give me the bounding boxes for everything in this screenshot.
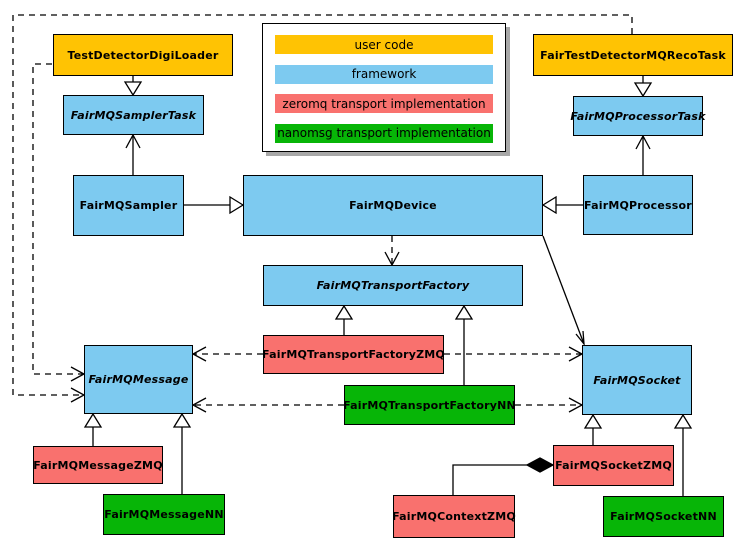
legend-item-framework: framework [275,64,493,84]
class-box-testdetectordigiloader: TestDetectorDigiLoader [53,34,233,76]
edge-inheritance-fairmqtransportfactoryzmq-fairmqtransportfactory [334,304,354,335]
legend-item-zeromq-transport: zeromq transport implementation [275,94,493,114]
class-box-fairmqmessage: FairMQMessage [84,345,193,414]
edge-inheritance-fairmqsocketzmq-fairmqsocket [583,413,603,445]
edge-inheritance-fairmqtransportfactorynn-fairmqtransportfactory [454,304,474,385]
edge-dependency-fairmqtransportfactoryzmq-fairmqsocket [444,346,584,362]
class-box-fairmqmessagenn: FairMQMessageNN [103,494,225,535]
edge-dependency-fairmqtransportfactoryzmq-fairmqmessage [191,346,263,362]
class-box-fairmqcontextzmq: FairMQContextZMQ [392,495,516,538]
legend-item-nanomsg-transport: nanomsg transport implementation [275,123,493,143]
class-box-fairmqsocket: FairMQSocket [582,345,692,415]
edge-inheritance-fairmqsocketnn-fairmqsocket [673,413,693,496]
class-box-fairmqsocketzmq: FairMQSocketZMQ [553,445,674,486]
edge-dependency-fairmqtransportfactorynn-fairmqmessage [191,397,344,413]
edge-association-fairmqprocessor-fairmqprocessortask [635,134,651,175]
class-box-fairmqdevice: FairMQDevice [243,175,543,236]
class-box-fairmqsampler: FairMQSampler [73,175,184,236]
edge-association-fairmqdevice-fairmqsocket [542,235,585,347]
class-box-fairmqtransportfactory: FairMQTransportFactory [263,265,523,306]
class-box-fairtestdetectormqrecotask: FairTestDetectorMQRecoTask [533,34,733,76]
edge-inheritance-testdetectordigiloader-fairmqsamplertask [123,76,143,97]
class-box-fairmqprocessor: FairMQProcessor [583,175,693,235]
edge-inheritance-fairmqmessagezmq-fairmqmessage [83,412,103,446]
edge-dependency-fairmqtransportfactorynn-fairmqsocket [515,397,584,413]
class-box-fairmqprocessortask: FairMQProcessorTask [570,96,705,136]
class-box-fairmqmessagezmq: FairMQMessageZMQ [33,446,163,484]
edge-inheritance-fairmqprocessor-fairmqdevice [541,195,583,215]
edge-inheritance-fairmqmessagenn-fairmqmessage [172,412,192,494]
class-box-fairmqsamplertask: FairMQSamplerTask [63,95,204,135]
class-box-fairmqtransportfactoryzmq: FairMQTransportFactoryZMQ [262,335,445,374]
class-box-fairmqtransportfactorynn: FairMQTransportFactoryNN [343,385,516,425]
edge-inheritance-fairmqsampler-fairmqdevice [184,195,245,215]
edge-dependency-fairmqdevice-fairmqtransportfactory [384,236,400,267]
edge-inheritance-fairtestdetectormqrecotask-fairmqprocessortask [633,76,653,98]
edge-composition-fairmqcontextzmq-fairmqsocketzmq [452,457,555,495]
legend-item-user-code: user code [275,35,493,54]
legend: user code framework zeromq transport imp… [262,23,506,152]
class-box-fairmqsocketnn: FairMQSocketNN [603,496,724,537]
edge-association-fairmqsampler-fairmqsamplertask [125,133,141,175]
